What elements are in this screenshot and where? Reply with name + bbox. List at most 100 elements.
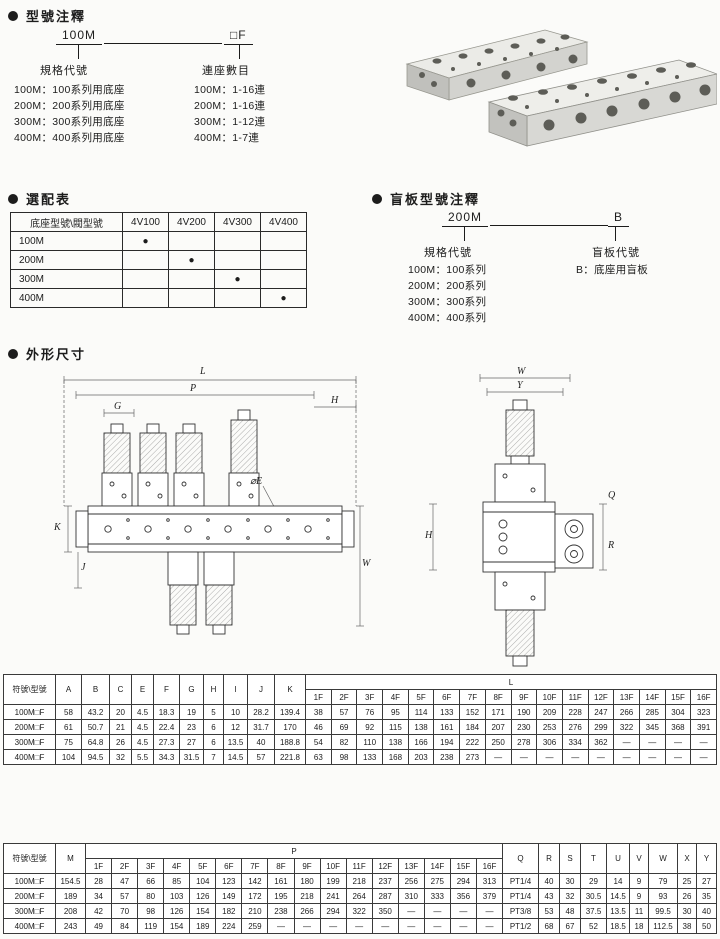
dim-value: 18.3 bbox=[153, 704, 180, 720]
base-model-label: 200M bbox=[10, 250, 123, 270]
station-col-header: 14F bbox=[423, 858, 451, 874]
dimension-label: G bbox=[114, 401, 122, 412]
list-item: 200M：1-16連 bbox=[194, 100, 266, 112]
dim-value: 334 bbox=[561, 734, 589, 750]
dim-col-header: F bbox=[153, 674, 180, 705]
base-model-label: 400M bbox=[10, 288, 123, 308]
station-col-header: 14F bbox=[638, 689, 666, 705]
dim-value: 27 bbox=[696, 873, 717, 889]
dim-value: — bbox=[423, 918, 451, 934]
row-model-label: 400M□F bbox=[3, 749, 56, 765]
dim-value: 6 bbox=[203, 719, 224, 735]
dim-value: 98 bbox=[330, 749, 358, 765]
dim-col-header: X bbox=[677, 843, 697, 874]
dim-col-header: Q bbox=[502, 843, 539, 874]
dim-value: 98 bbox=[137, 903, 165, 919]
dim-value: — bbox=[484, 749, 512, 765]
list-item: 400M：400系列 bbox=[408, 312, 487, 324]
dim-value: 203 bbox=[407, 749, 435, 765]
station-count-label: 連座數目 bbox=[202, 65, 250, 77]
dim-value: 362 bbox=[587, 734, 615, 750]
dimension-label: W bbox=[362, 558, 371, 569]
station-count-list: 100M：1-16連 200M：1-16連 300M：1-12連 400M：1-… bbox=[194, 82, 265, 146]
dim-value: 94.5 bbox=[81, 749, 110, 765]
dim-value: 259 bbox=[241, 918, 269, 934]
base-spec-list: 100M：100系列用底座 200M：200系列用底座 300M：300系列用底… bbox=[14, 82, 125, 146]
dim-value: 32 bbox=[559, 888, 581, 904]
dim-value: 35 bbox=[696, 888, 717, 904]
dim-value: 119 bbox=[137, 918, 165, 934]
front-view-svg bbox=[63, 376, 364, 635]
dim-value: 5.5 bbox=[131, 749, 154, 765]
dim-value: 79 bbox=[648, 873, 678, 889]
dim-col-header: V bbox=[629, 843, 649, 874]
empty-cell bbox=[260, 250, 307, 270]
dim-value: 322 bbox=[345, 903, 373, 919]
dim-value: 76 bbox=[356, 704, 384, 720]
row-model-label: 100M□F bbox=[3, 873, 56, 889]
dim-value: PT1/2 bbox=[502, 918, 539, 934]
dim-value: 189 bbox=[55, 888, 86, 904]
dim-value: 238 bbox=[433, 749, 461, 765]
empty-cell bbox=[168, 269, 215, 289]
station-col-header: 8F bbox=[484, 689, 512, 705]
dim-value: 199 bbox=[319, 873, 347, 889]
dimension-label: W bbox=[517, 366, 526, 377]
dim-value: 171 bbox=[484, 704, 512, 720]
dimension-label: K bbox=[54, 522, 61, 533]
blind-code-label: 盲板代號 bbox=[592, 247, 640, 259]
section-model-notation: 型號注釋 bbox=[8, 6, 86, 25]
dim-value: 188.8 bbox=[274, 734, 306, 750]
dim-value: 104 bbox=[55, 749, 82, 765]
selection-corner-header: 底座型號\閥型號 bbox=[10, 212, 123, 232]
dim-value: 4.5 bbox=[131, 734, 154, 750]
dim-value: 10 bbox=[223, 704, 248, 720]
empty-cell bbox=[168, 231, 215, 251]
row-model-label: 200M□F bbox=[3, 719, 56, 735]
dim-value: 154.5 bbox=[55, 873, 86, 889]
empty-cell bbox=[260, 231, 307, 251]
spec-code-label: 規格代號 bbox=[424, 247, 472, 259]
dim-col-header: W bbox=[648, 843, 678, 874]
dim-value: 243 bbox=[55, 918, 86, 934]
dim-value: — bbox=[536, 749, 563, 765]
model-notation-diagram: 100M □F 規格代號 連座數目 100M：100系列用底座 200M：200… bbox=[0, 26, 390, 176]
dim-value: 9 bbox=[629, 888, 649, 904]
station-col-header: 3F bbox=[137, 858, 165, 874]
dim-value: 152 bbox=[459, 704, 486, 720]
dim-value: 28.2 bbox=[247, 704, 275, 720]
base-model-code: 100M bbox=[56, 28, 103, 45]
station-col-header: 2F bbox=[111, 858, 139, 874]
manifold-product-photo bbox=[395, 14, 719, 159]
dim-value: 43 bbox=[538, 888, 560, 904]
manifold-photo-svg bbox=[405, 29, 719, 147]
dim-value: 66 bbox=[137, 873, 165, 889]
blind-base-code: 200M bbox=[442, 210, 489, 227]
section-dimensions: 外形尺寸 bbox=[8, 344, 86, 363]
dim-value: 190 bbox=[510, 704, 538, 720]
dim-value: 294 bbox=[449, 873, 477, 889]
dim-value: 194 bbox=[433, 734, 461, 750]
dim-value: 20 bbox=[109, 704, 132, 720]
dim-col-header: M bbox=[55, 843, 86, 874]
base-model-label: 100M bbox=[10, 231, 123, 251]
dim-value: — bbox=[613, 749, 640, 765]
dim-value: 323 bbox=[690, 704, 717, 720]
dim-value: 13.5 bbox=[606, 903, 630, 919]
list-item: 100M：100系列 bbox=[408, 264, 487, 276]
dim-value: 57 bbox=[247, 749, 275, 765]
list-item: 300M：1-12連 bbox=[194, 116, 266, 128]
empty-cell bbox=[168, 288, 215, 308]
dim-value: 32 bbox=[109, 749, 132, 765]
dim-value: — bbox=[664, 749, 692, 765]
station-col-header: 10F bbox=[319, 858, 347, 874]
dim-value: 4.5 bbox=[131, 719, 154, 735]
dim-col-header: R bbox=[538, 843, 560, 874]
dim-value: 46 bbox=[305, 719, 332, 735]
dim-value: 172 bbox=[241, 888, 269, 904]
selection-table: 底座型號\閥型號 4V100 4V200 4V300 4V400 100M●20… bbox=[10, 212, 307, 308]
dim-value: — bbox=[475, 918, 504, 934]
